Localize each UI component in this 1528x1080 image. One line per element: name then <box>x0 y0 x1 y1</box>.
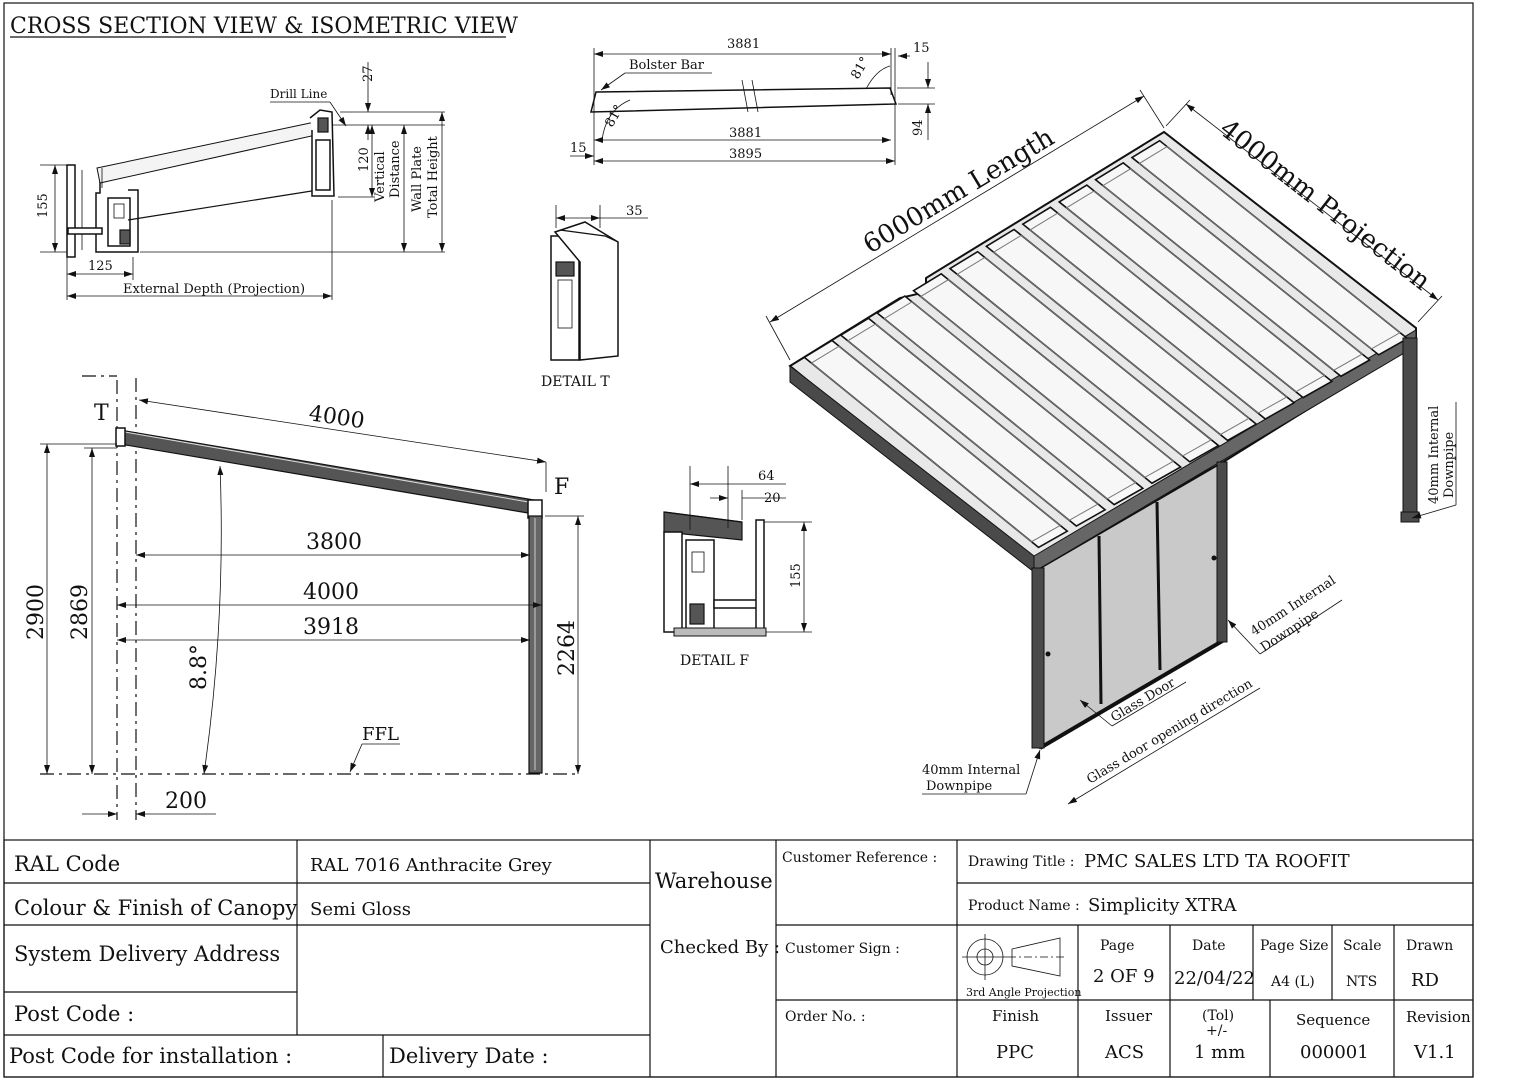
vertical-distance-label-2: Distance <box>388 140 403 198</box>
warehouse-label: Warehouse <box>655 869 773 893</box>
bolster-dim-94: 94 <box>911 119 926 136</box>
finish-label: Finish <box>992 1007 1039 1025</box>
product-name-value: Simplicity XTRA <box>1088 895 1238 916</box>
isometric-view: 6000mm Length 4000mm Projection 40mm Int… <box>765 89 1457 805</box>
cross-section-detail: Drill Line 27 120 Vertical Distance Wall… <box>36 62 445 300</box>
dim-3800: 3800 <box>306 530 362 555</box>
bolster-dim-15-left: 15 <box>570 141 587 156</box>
third-angle-projection-icon <box>962 934 1066 980</box>
marker-f: F <box>554 475 569 500</box>
wall-plate-label: Wall Plate <box>410 146 425 212</box>
title-block: RAL Code RAL 7016 Anthracite Grey Colour… <box>3 839 1474 1078</box>
dim-120: 120 <box>357 147 372 172</box>
detail-t-dim: 35 <box>626 204 643 219</box>
revision-label: Revision <box>1406 1008 1471 1026</box>
detail-t: 35 DETAIL T <box>541 204 648 390</box>
dim-27: 27 <box>361 65 376 82</box>
drawn-label: Drawn <box>1406 938 1453 954</box>
customer-reference-label: Customer Reference : <box>782 850 937 866</box>
tolerance-value: 1 mm <box>1194 1042 1245 1063</box>
issuer-label: Issuer <box>1105 1007 1153 1025</box>
projection-symbol-label: 3rd Angle Projection <box>966 986 1081 999</box>
sequence-label: Sequence <box>1296 1011 1370 1029</box>
ffl-label: FFL <box>362 724 399 745</box>
product-name-label: Product Name : <box>968 898 1080 914</box>
dim-2900: 2900 <box>24 584 49 640</box>
external-depth-label: External Depth (Projection) <box>123 282 305 297</box>
date-label: Date <box>1192 938 1225 954</box>
angle-8-8: 8.8° <box>187 644 212 690</box>
bolster-bar-detail: 3881 Bolster Bar 15 81° 81° 3881 3895 15… <box>570 37 935 165</box>
page-label: Page <box>1100 938 1134 954</box>
drill-line-label: Drill Line <box>270 87 327 101</box>
roof-panel-glazing <box>846 323 1099 521</box>
detail-f-dim-155: 155 <box>789 563 804 588</box>
bolster-dim-mid: 3881 <box>729 126 762 141</box>
checked-by-label: Checked By : <box>660 937 780 958</box>
dim-rafter-4000: 4000 <box>307 401 366 434</box>
marker-t: T <box>94 401 109 426</box>
vertical-distance-label: Vertical <box>373 151 388 203</box>
delivery-address-label: System Delivery Address <box>14 942 280 966</box>
dim-2264: 2264 <box>555 620 580 676</box>
page-size-label: Page Size <box>1260 938 1329 954</box>
dim-125: 125 <box>88 259 113 274</box>
detail-f-dim-64: 64 <box>758 469 775 484</box>
bolster-dim-top: 3881 <box>727 37 760 52</box>
dim-4000: 4000 <box>303 580 359 605</box>
ral-code-label: RAL Code <box>14 852 120 876</box>
total-height-label: Total Height <box>426 135 441 218</box>
tolerance-label: (Tol) <box>1202 1008 1234 1024</box>
detail-f-dim-20: 20 <box>764 491 781 506</box>
dim-155: 155 <box>36 193 51 218</box>
drawing-heading: CROSS SECTION VIEW & ISOMETRIC VIEW <box>10 14 518 39</box>
downpipe-left-label-2: Downpipe <box>926 779 993 794</box>
customer-sign-label: Customer Sign : <box>785 941 900 957</box>
delivery-date-label: Delivery Date : <box>389 1044 549 1068</box>
page-size-value: A4 (L) <box>1270 974 1315 990</box>
side-elevation: T F 4000 3800 4000 3918 2900 2869 2264 8… <box>24 375 584 820</box>
dim-200: 200 <box>165 789 207 814</box>
downpipe-right-label: 40mm Internal <box>1427 406 1442 504</box>
scale-value: NTS <box>1346 974 1377 990</box>
tolerance-label-2: +/- <box>1206 1023 1227 1039</box>
bolster-dim-15-right: 15 <box>913 41 930 56</box>
install-post-code-label: Post Code for installation : <box>9 1044 292 1068</box>
detail-f-label: DETAIL F <box>680 653 749 669</box>
scale-label: Scale <box>1343 938 1382 954</box>
dim-3918: 3918 <box>303 615 359 640</box>
bolster-bar-label: Bolster Bar <box>629 58 705 73</box>
post-code-label: Post Code : <box>14 1002 134 1026</box>
date-value: 22/04/22 <box>1174 968 1255 989</box>
sequence-value: 000001 <box>1300 1042 1369 1063</box>
drawing-title-label: Drawing Title : <box>968 854 1075 870</box>
colour-finish-label: Colour & Finish of Canopy <box>14 896 297 920</box>
drawn-value: RD <box>1411 970 1439 991</box>
issuer-value: ACS <box>1104 1042 1144 1063</box>
order-no-label: Order No. : <box>785 1009 866 1025</box>
finish-value: PPC <box>996 1042 1034 1063</box>
revision-value: V1.1 <box>1413 1042 1456 1063</box>
colour-finish-value: Semi Gloss <box>310 899 411 920</box>
page-value: 2 OF 9 <box>1093 966 1155 987</box>
roof-panel-glazing <box>810 345 1062 543</box>
bolster-angle-right: 81° <box>848 55 873 82</box>
detail-t-label: DETAIL T <box>541 374 610 390</box>
ral-code-value: RAL 7016 Anthracite Grey <box>310 855 553 876</box>
downpipe-right-label-2: Downpipe <box>1442 431 1457 498</box>
drawing-title-value: PMC SALES LTD TA ROOFIT <box>1084 851 1350 872</box>
dim-2869: 2869 <box>68 584 93 640</box>
downpipe-left-label: 40mm Internal <box>922 763 1020 778</box>
detail-f: 64 20 155 DETAIL F <box>663 466 812 669</box>
bolster-dim-bottom: 3895 <box>729 147 762 162</box>
